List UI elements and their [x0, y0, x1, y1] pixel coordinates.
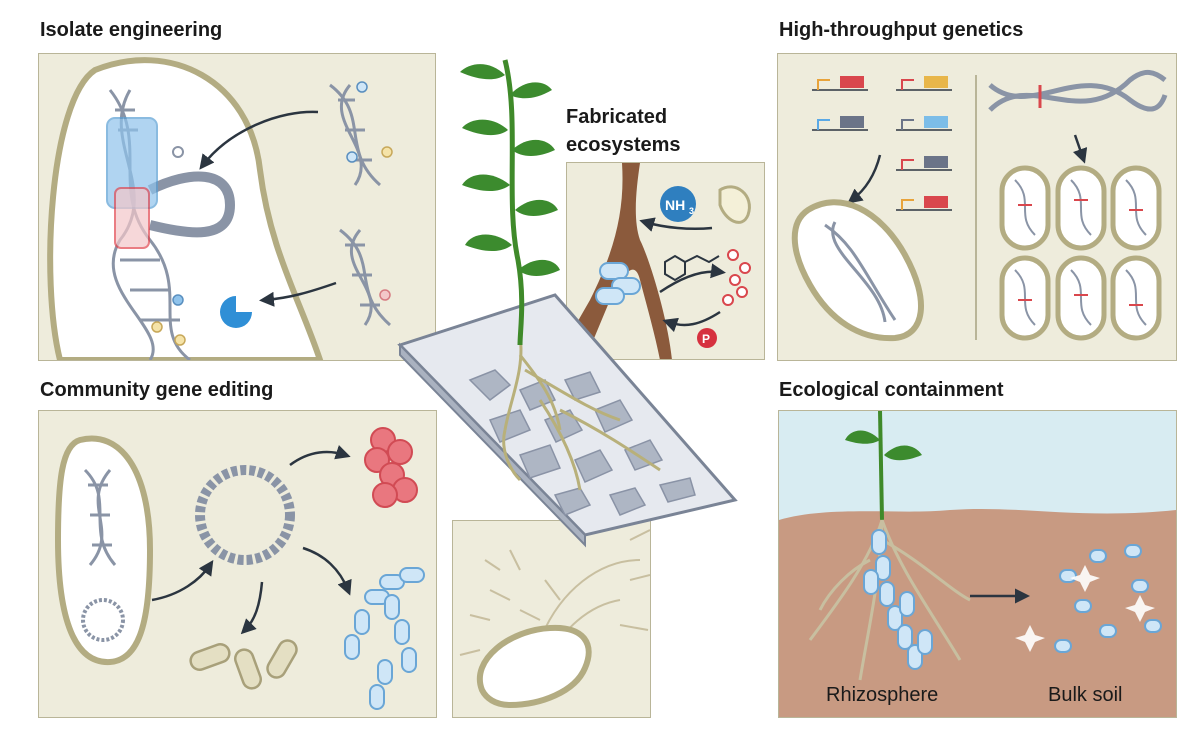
arrow-plasmid-to-red: [289, 445, 351, 467]
root-branch: [567, 163, 672, 359]
soil-aggregates: [468, 369, 696, 516]
blue-cells-cluster: [595, 262, 641, 305]
nh3-badge: [660, 186, 696, 222]
arrow-bubbles-to-root: [662, 310, 721, 333]
fabricated-ecosystems-illustration: [567, 163, 751, 359]
fab-bacterium: [718, 185, 751, 224]
arrow-dna-to-cell: [199, 110, 319, 170]
isolate-engineering-title: Isolate engineering: [40, 19, 223, 41]
bacteria-group: [189, 639, 298, 690]
red-cluster: [364, 427, 418, 508]
large-plasmid: [195, 465, 295, 565]
ht-cell-large: [791, 199, 924, 342]
device-slab-side: [399, 342, 586, 548]
plant-stem: [502, 59, 525, 346]
arrow-constructs-to-cell: [847, 154, 882, 204]
pacman-protein: [220, 296, 252, 328]
plant-leaves: [460, 64, 560, 276]
ht-cell-grid: [999, 165, 1162, 341]
ecological-containment-illustration: [779, 411, 1176, 717]
free-dna-top: [329, 83, 381, 187]
donor-plasmid: [81, 598, 125, 642]
burst-stars: [1015, 565, 1155, 652]
bulk-soil-label: Bulk soil: [1048, 684, 1123, 706]
ecological-containment-title: Ecological containment: [779, 379, 1004, 401]
eco-leaf: [884, 445, 922, 461]
nh3-subscript: 3: [689, 206, 694, 216]
device-roots: [502, 334, 661, 491]
community-gene-editing-illustration: [54, 427, 425, 710]
nh3-label: NH: [665, 197, 685, 213]
rhizosphere-cells: [863, 529, 933, 670]
isolate-engineering-illustration: [47, 57, 393, 360]
gene-constructs-col1: [812, 76, 868, 131]
phosphate-label: P: [702, 332, 710, 346]
ht-dna-helix: [988, 70, 1168, 112]
arrow-bacterium-to-root: [639, 217, 713, 232]
fabricated-ecosystems-title-line1: Fabricated: [566, 106, 668, 128]
phylogeny-cell: [477, 624, 592, 709]
eco-leaf: [845, 430, 880, 444]
lysed-cells: [1054, 544, 1162, 653]
large-cell: [47, 57, 324, 360]
arrow-dna-to-protein: [259, 281, 337, 307]
eco-plant-stem: [878, 411, 884, 521]
high-throughput-genetics-illustration: [791, 70, 1168, 342]
guide-rna-loop: [147, 171, 236, 238]
high-throughput-genetics-title: High-throughput genetics: [779, 19, 1024, 41]
community-gene-editing-title: Community gene editing: [40, 379, 274, 401]
red-bubbles: [722, 249, 751, 306]
blue-chain: [344, 567, 425, 710]
gene-constructs-col2: [896, 76, 952, 211]
phosphate-badge: [697, 328, 717, 348]
phylogeny-illustration: [459, 529, 650, 709]
arrow-to-bubbles: [659, 263, 726, 294]
free-dna-bottom: [339, 228, 391, 327]
arrow-dna-to-cells: [1072, 134, 1088, 164]
arrow-plasmid-to-bacteria: [240, 581, 264, 635]
donor-cell-dna: [83, 468, 117, 566]
central-plant: [460, 59, 560, 346]
benzene-molecule: [664, 254, 720, 282]
target-site-highlight: [114, 187, 150, 249]
arrow-plasmid-to-blue: [302, 546, 352, 596]
arrow-cell-to-plasmid: [151, 560, 214, 602]
rhizosphere-label: Rhizosphere: [826, 684, 939, 706]
central-device: [397, 293, 738, 548]
fabricated-ecosystems-title-line2: ecosystems: [566, 134, 681, 156]
